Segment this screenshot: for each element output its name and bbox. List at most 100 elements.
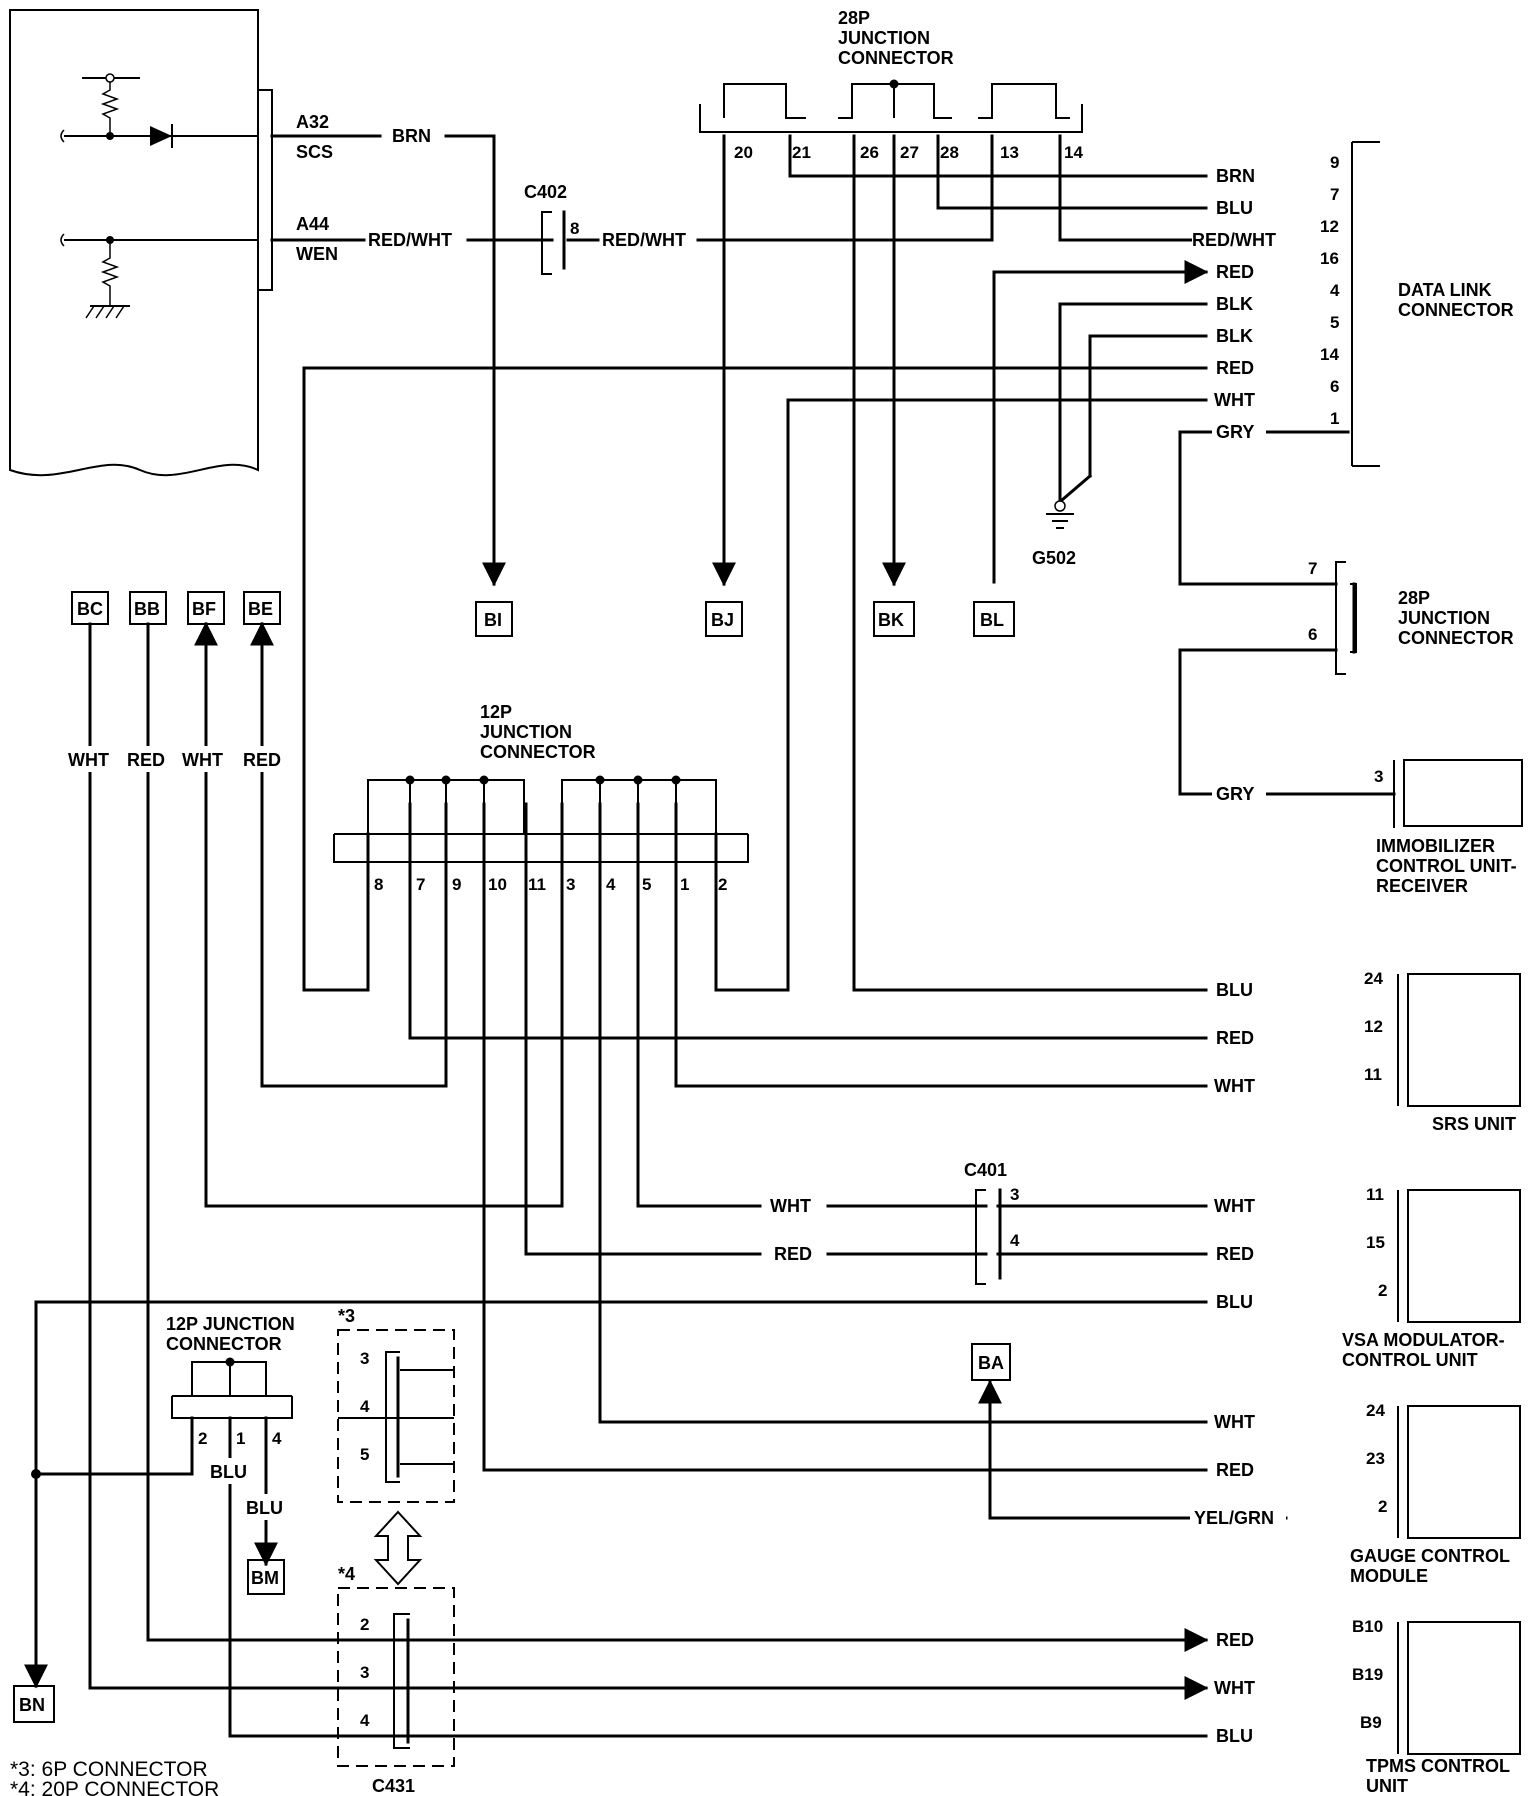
svg-text:CONTROL UNIT: CONTROL UNIT <box>1342 1350 1478 1370</box>
svg-text:2: 2 <box>360 1615 369 1634</box>
svg-text:8: 8 <box>570 219 579 238</box>
footnotes: *3: 6P CONNECTOR *4: 20P CONNECTOR <box>10 1758 219 1796</box>
svg-text:RECEIVER: RECEIVER <box>1376 876 1468 896</box>
svg-text:12: 12 <box>1364 1017 1383 1036</box>
svg-text:6: 6 <box>1308 625 1317 644</box>
svg-text:C401: C401 <box>964 1160 1007 1180</box>
svg-text:CONNECTOR: CONNECTOR <box>480 742 596 762</box>
svg-text:C402: C402 <box>524 182 567 202</box>
data-link-connector: 9 7 12 16 4 5 14 6 1 DATA LINK CONNECTOR <box>1320 141 1514 467</box>
svg-text:GRY: GRY <box>1216 784 1254 804</box>
svg-text:B9: B9 <box>1360 1713 1382 1732</box>
svg-text:BLU: BLU <box>1216 1726 1253 1746</box>
ecm-module: A32 SCS A44 WEN <box>9 9 338 477</box>
svg-text:11: 11 <box>1366 1185 1384 1204</box>
svg-text:20: 20 <box>734 143 753 162</box>
wire-red-wht-1: RED/WHT <box>368 230 452 250</box>
svg-text:VSA MODULATOR-: VSA MODULATOR- <box>1342 1330 1505 1350</box>
connector-c402: C402 8 <box>524 182 579 275</box>
ref-bf: BF <box>192 599 216 619</box>
svg-text:28P: 28P <box>838 8 870 28</box>
ref-bl: BL <box>980 610 1004 630</box>
svg-text:28: 28 <box>940 143 959 162</box>
svg-text:MODULE: MODULE <box>1350 1566 1428 1586</box>
svg-text:JUNCTION: JUNCTION <box>480 722 572 742</box>
svg-text:5: 5 <box>360 1445 369 1464</box>
svg-text:WHT: WHT <box>770 1196 811 1216</box>
svg-text:2: 2 <box>1378 1281 1387 1300</box>
svg-text:CONTROL UNIT-: CONTROL UNIT- <box>1376 856 1517 876</box>
svg-text:2: 2 <box>718 875 727 894</box>
svg-text:1: 1 <box>680 875 689 894</box>
svg-text:13: 13 <box>1000 143 1019 162</box>
svg-text:11: 11 <box>1364 1065 1382 1084</box>
svg-text:RED: RED <box>127 750 165 770</box>
svg-text:26: 26 <box>860 143 879 162</box>
note-20p: *4: 20P CONNECTOR <box>10 1778 219 1796</box>
svg-text:3: 3 <box>1374 767 1383 786</box>
svg-text:WHT: WHT <box>1214 390 1255 410</box>
note-6p: *3: 6P CONNECTOR <box>10 1758 208 1781</box>
ecm-pin-a32: A32 <box>296 112 329 132</box>
svg-text:28P: 28P <box>1398 588 1430 608</box>
svg-text:YEL/GRN: YEL/GRN <box>1194 1508 1274 1528</box>
ref-bc: BC <box>77 599 103 619</box>
svg-text:4: 4 <box>1010 1231 1020 1250</box>
ecm-signal-wen: WEN <box>296 244 338 264</box>
ecm-pin-a44: A44 <box>296 214 329 234</box>
junction-connector-28p-right: 7 6 28P JUNCTION CONNECTOR <box>1308 559 1514 675</box>
svg-text:BRN: BRN <box>1216 166 1255 186</box>
svg-text:RED: RED <box>1216 1028 1254 1048</box>
svg-text:7: 7 <box>1330 185 1339 204</box>
ecm-signal-scs: SCS <box>296 142 333 162</box>
svg-text:7: 7 <box>416 875 425 894</box>
svg-text:4: 4 <box>1330 281 1340 300</box>
svg-text:6: 6 <box>1330 377 1339 396</box>
svg-text:RED: RED <box>1216 358 1254 378</box>
svg-text:12: 12 <box>1320 217 1339 236</box>
svg-text:4: 4 <box>272 1429 282 1448</box>
svg-text:4: 4 <box>606 875 616 894</box>
svg-text:23: 23 <box>1366 1449 1385 1468</box>
svg-text:21: 21 <box>792 143 811 162</box>
ref-bk: BK <box>878 610 904 630</box>
svg-text:1: 1 <box>1330 409 1339 428</box>
svg-text:16: 16 <box>1320 249 1339 268</box>
srs-unit: 24 12 11 SRS UNIT <box>1364 969 1521 1134</box>
svg-text:WHT: WHT <box>182 750 223 770</box>
connector-c431: *4 2 3 4 C431 <box>337 1564 455 1796</box>
svg-text:3: 3 <box>360 1349 369 1368</box>
svg-text:5: 5 <box>1330 313 1339 332</box>
ref-tags-left: BC BB BF BE <box>71 591 281 625</box>
svg-text:RED: RED <box>774 1244 812 1264</box>
svg-text:BLK: BLK <box>1216 294 1253 314</box>
svg-text:WHT: WHT <box>1214 1076 1255 1096</box>
junction-connector-28p-top: 28P JUNCTION CONNECTOR 20 21 26 27 28 13… <box>699 8 1083 162</box>
svg-text:WHT: WHT <box>1214 1412 1255 1432</box>
svg-text:CONNECTOR: CONNECTOR <box>1398 300 1514 320</box>
svg-text:GRY: GRY <box>1216 422 1254 442</box>
svg-text:2: 2 <box>198 1429 207 1448</box>
ref-bm: BM <box>251 1568 279 1588</box>
svg-text:11: 11 <box>528 875 546 894</box>
svg-text:DATA LINK: DATA LINK <box>1398 280 1492 300</box>
svg-text:3: 3 <box>360 1663 369 1682</box>
swap-arrow-icon <box>373 1510 423 1586</box>
svg-text:B19: B19 <box>1352 1665 1383 1684</box>
svg-text:*4: *4 <box>338 1564 355 1584</box>
svg-text:3: 3 <box>1010 1185 1019 1204</box>
svg-text:15: 15 <box>1366 1233 1385 1252</box>
svg-text:RED: RED <box>1216 1630 1254 1650</box>
wire-labels: BRN RED/WHT RED/WHT BRN BLU RED/WHT RED … <box>66 122 1288 1748</box>
svg-text:RED: RED <box>243 750 281 770</box>
ground-g502: G502 <box>1032 473 1093 568</box>
svg-text:*3: *3 <box>338 1306 355 1326</box>
svg-text:BLK: BLK <box>1216 326 1253 346</box>
wiring <box>23 134 1396 1738</box>
junction-connector-12p-low: 12P JUNCTION CONNECTOR 2 1 4 <box>166 1314 295 1448</box>
svg-text:7: 7 <box>1308 559 1317 578</box>
svg-text:CONNECTOR: CONNECTOR <box>166 1334 282 1354</box>
svg-text:CONNECTOR: CONNECTOR <box>1398 628 1514 648</box>
ref-bn: BN <box>19 1695 45 1715</box>
